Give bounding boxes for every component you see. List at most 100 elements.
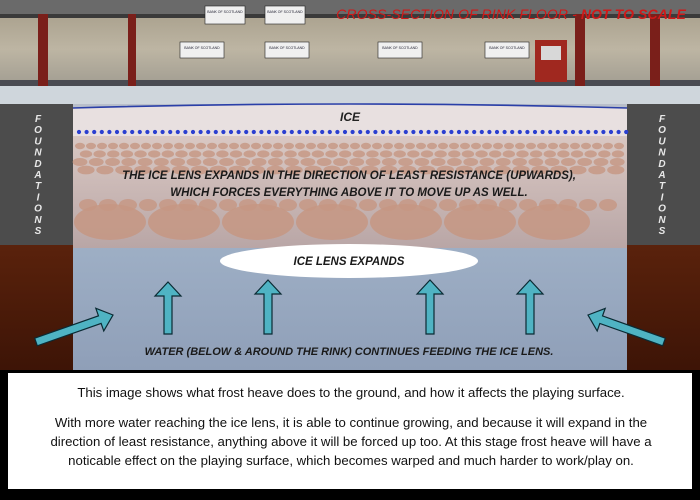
- stone: [577, 158, 593, 166]
- expansion-text-line2: WHICH FORCES EVERYTHING ABOVE IT TO MOVE…: [170, 187, 527, 199]
- foundations-letter: N: [34, 148, 42, 159]
- foundations-letter: T: [35, 181, 42, 192]
- stone: [86, 142, 96, 150]
- stone: [529, 150, 543, 158]
- sign-text: BANK OF SCOTLAND: [382, 46, 418, 50]
- title-main: CROSS-SECTION OF RINK FLOOR -: [336, 6, 581, 22]
- stone: [405, 142, 415, 150]
- stone: [436, 165, 455, 175]
- stone: [108, 142, 118, 150]
- stone: [229, 142, 239, 150]
- stone: [219, 199, 237, 211]
- stone: [134, 165, 152, 175]
- stone: [417, 165, 436, 175]
- pipe-dot: [502, 129, 507, 135]
- stone: [311, 150, 325, 158]
- stone: [372, 142, 382, 150]
- stone: [139, 199, 157, 211]
- pipe-dot: [555, 129, 560, 135]
- stone: [603, 142, 613, 150]
- stone: [588, 165, 606, 175]
- sign-text: BANK OF SCOTLAND: [267, 10, 303, 14]
- caption-line-4: noticable effect on the playing surface,…: [68, 453, 634, 468]
- stone: [581, 142, 591, 150]
- pipe-dot: [221, 129, 226, 135]
- stone: [516, 150, 529, 158]
- pipe-dot: [289, 129, 294, 135]
- pipe-dot: [152, 129, 158, 135]
- stone: [328, 142, 338, 150]
- stone: [512, 158, 527, 166]
- stone: [493, 142, 503, 150]
- stone: [79, 150, 93, 158]
- caption-box: This image shows what frost heave does t…: [7, 372, 693, 490]
- stone: [479, 158, 495, 166]
- pipe-dot: [92, 129, 97, 135]
- ice-lens: [220, 244, 478, 278]
- stone: [153, 165, 171, 175]
- stone: [88, 158, 104, 166]
- arrow-up-icon: [153, 281, 183, 335]
- foundations-letter: N: [658, 215, 666, 226]
- pipe-dot: [175, 129, 180, 135]
- foundations-letter: I: [37, 192, 40, 203]
- arrow-left-icon: [587, 307, 667, 347]
- pipe-dot: [548, 129, 553, 135]
- pipe-dot: [327, 129, 332, 135]
- stone: [266, 165, 284, 175]
- stone: [609, 158, 625, 166]
- stone: [398, 158, 413, 166]
- ice-label: ICE: [340, 110, 361, 124]
- foundations-letter: U: [658, 136, 666, 147]
- caption-line-1: This image shows what frost heave does t…: [77, 385, 625, 400]
- sign-text: BANK OF SCOTLAND: [269, 46, 305, 50]
- stone: [407, 150, 420, 158]
- stone: [531, 165, 549, 175]
- pipe-dot: [487, 129, 492, 135]
- stone: [119, 142, 129, 150]
- foundations-letter: U: [34, 136, 42, 147]
- foundations-letter: F: [659, 114, 666, 125]
- sign-text: BANK OF SCOTLAND: [184, 46, 220, 50]
- foundations-letter: N: [34, 215, 42, 226]
- stone: [300, 158, 316, 166]
- pipe-dot: [236, 129, 241, 135]
- ice-layer: [73, 104, 627, 136]
- stone: [240, 142, 250, 150]
- stone: [273, 142, 283, 150]
- stone: [499, 199, 517, 211]
- stone: [439, 199, 457, 211]
- pipe-dot: [107, 129, 112, 135]
- stone: [493, 165, 511, 175]
- stone: [455, 165, 473, 175]
- pipe-dot: [320, 129, 325, 135]
- stone: [352, 150, 365, 158]
- stone: [381, 158, 397, 166]
- pipe-dot: [145, 129, 150, 135]
- stone: [361, 165, 379, 175]
- stone: [550, 165, 568, 175]
- stone: [333, 158, 348, 166]
- pipe-dot: [396, 129, 401, 135]
- pipe-dot: [403, 129, 408, 135]
- stone: [235, 158, 251, 166]
- pipe-dot: [426, 129, 431, 135]
- stone: [449, 142, 459, 150]
- pipe-dot: [76, 129, 82, 135]
- pipe-dot: [624, 129, 629, 135]
- pipe-dot: [510, 129, 515, 135]
- stone: [394, 142, 404, 150]
- hall-sign: BANK OF SCOTLAND: [484, 41, 530, 59]
- foundations-letter: S: [35, 226, 42, 237]
- pipe-dot: [608, 129, 614, 135]
- stone: [115, 165, 133, 175]
- pipe-dot: [358, 129, 363, 135]
- pipe-dot: [304, 129, 310, 135]
- stone: [317, 142, 327, 150]
- stone: [93, 150, 106, 158]
- pipe-dot: [411, 129, 416, 135]
- pipe-dot: [183, 129, 188, 135]
- foundation-right: [627, 104, 700, 245]
- stone: [370, 204, 442, 240]
